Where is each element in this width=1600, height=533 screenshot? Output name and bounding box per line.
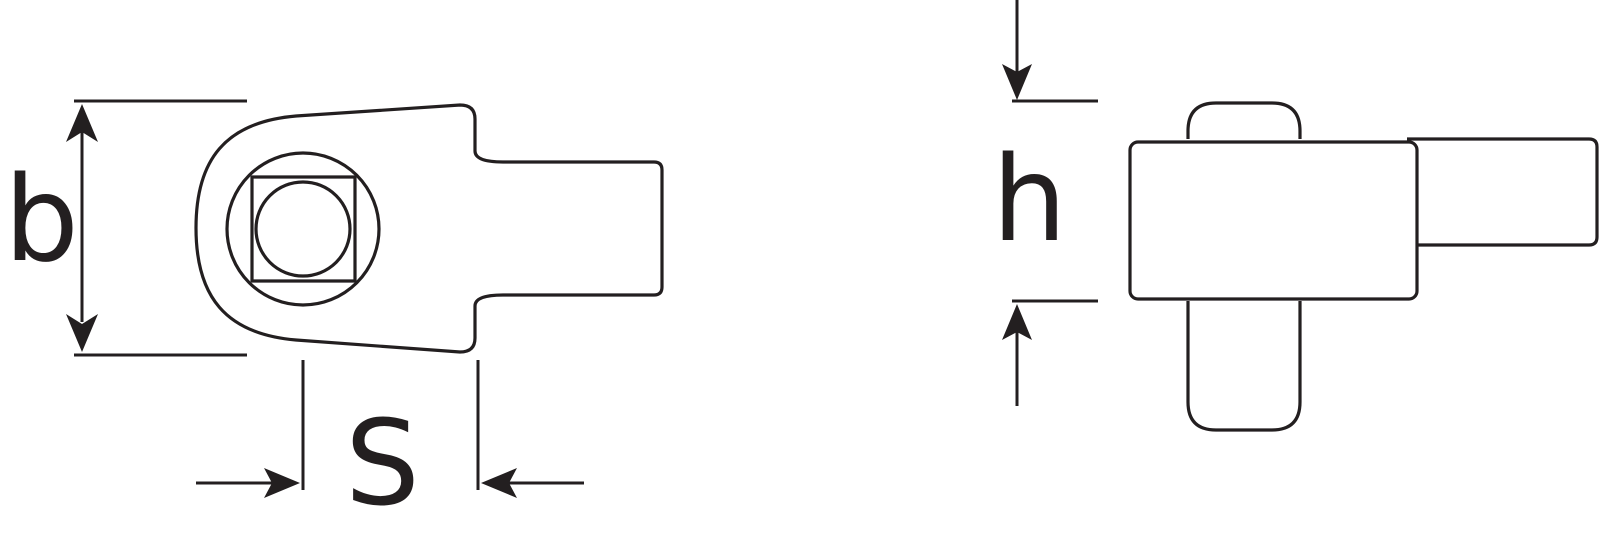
main-body-side: [1128, 140, 1419, 301]
insert-head-outline: [194, 103, 664, 354]
bottom-spigot: [1186, 301, 1302, 432]
square-drive: [250, 175, 357, 283]
label-b: b: [4, 150, 79, 288]
insert-side-view: [1128, 101, 1599, 432]
outer-ring: [225, 151, 381, 307]
arrow-s-left: [264, 468, 300, 498]
arrow-s-right: [481, 468, 517, 498]
insert-top-view: [194, 103, 664, 354]
dimension-h: h: [992, 0, 1098, 406]
arrow-b-bottom: [66, 314, 98, 352]
inner-circle: [254, 180, 352, 278]
dimension-b: b: [4, 99, 247, 357]
arrow-h-top: [1002, 64, 1032, 100]
arrow-b-top: [66, 104, 98, 142]
label-h: h: [992, 130, 1067, 268]
arrow-h-bottom: [1002, 304, 1032, 340]
top-boss: [1186, 101, 1302, 139]
tang-side: [1407, 137, 1599, 247]
dimension-s: S: [196, 360, 584, 532]
label-s: S: [345, 394, 420, 532]
